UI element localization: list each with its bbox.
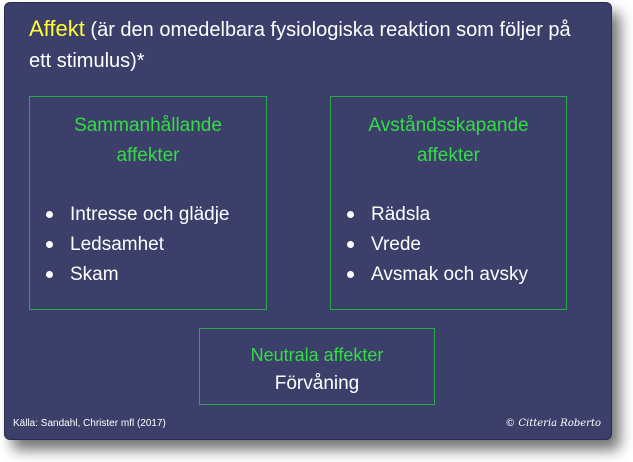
cohesive-affects-box: Sammanhållande affekter Intresse och glä…	[29, 96, 267, 310]
distancing-affects-heading: Avståndsskapande affekter	[341, 111, 556, 171]
cohesive-affects-list: Intresse och glädje Ledsamhet Skam	[30, 200, 266, 290]
title-rest: (är den omedelbara fysiologiska reaktion…	[29, 19, 571, 72]
cohesive-heading-line2: affekter	[116, 145, 180, 166]
neutral-affects-heading: Neutrala affekter	[250, 345, 384, 365]
source-citation: Källa: Sandahl, Christer mfl (2017)	[13, 418, 166, 429]
list-item-text: Intresse och glädje	[70, 204, 230, 225]
copyright-signature: © Citteria Roberto	[505, 418, 601, 429]
neutral-affects-text: Förvåning	[274, 373, 360, 394]
bullet-icon	[347, 241, 354, 248]
cohesive-affects-heading: Sammanhållande affekter	[40, 111, 256, 171]
neutral-affects-box: Neutrala affekter Förvåning	[199, 328, 435, 405]
bullet-icon	[46, 271, 53, 278]
list-item: Rädsla	[331, 200, 566, 230]
cohesive-heading-line1: Sammanhållande	[74, 115, 222, 136]
bullet-icon	[46, 241, 53, 248]
list-item: Skam	[30, 260, 266, 290]
list-item-text: Skam	[70, 264, 119, 285]
slide-title: Affekt (är den omedelbara fysiologiska r…	[29, 13, 589, 77]
slide: Affekt (är den omedelbara fysiologiska r…	[4, 2, 612, 440]
bullet-icon	[347, 271, 354, 278]
distancing-heading-line2: affekter	[416, 145, 481, 166]
title-accent: Affekt	[29, 16, 85, 41]
list-item: Ledsamhet	[30, 230, 266, 260]
bullet-icon	[347, 211, 354, 218]
list-item-text: Rädsla	[371, 204, 431, 225]
list-item-text: Vrede	[371, 234, 421, 255]
distancing-affects-box: Avståndsskapande affekter Rädsla Vrede A…	[330, 96, 567, 310]
list-item-text: Ledsamhet	[70, 234, 165, 255]
list-item: Vrede	[331, 230, 566, 260]
distancing-affects-list: Rädsla Vrede Avsmak och avsky	[331, 200, 566, 290]
distancing-heading-line1: Avståndsskapande	[368, 115, 529, 136]
list-item: Avsmak och avsky	[331, 260, 566, 290]
bullet-icon	[46, 211, 53, 218]
list-item: Intresse och glädje	[30, 200, 266, 230]
list-item-text: Avsmak och avsky	[371, 264, 528, 285]
